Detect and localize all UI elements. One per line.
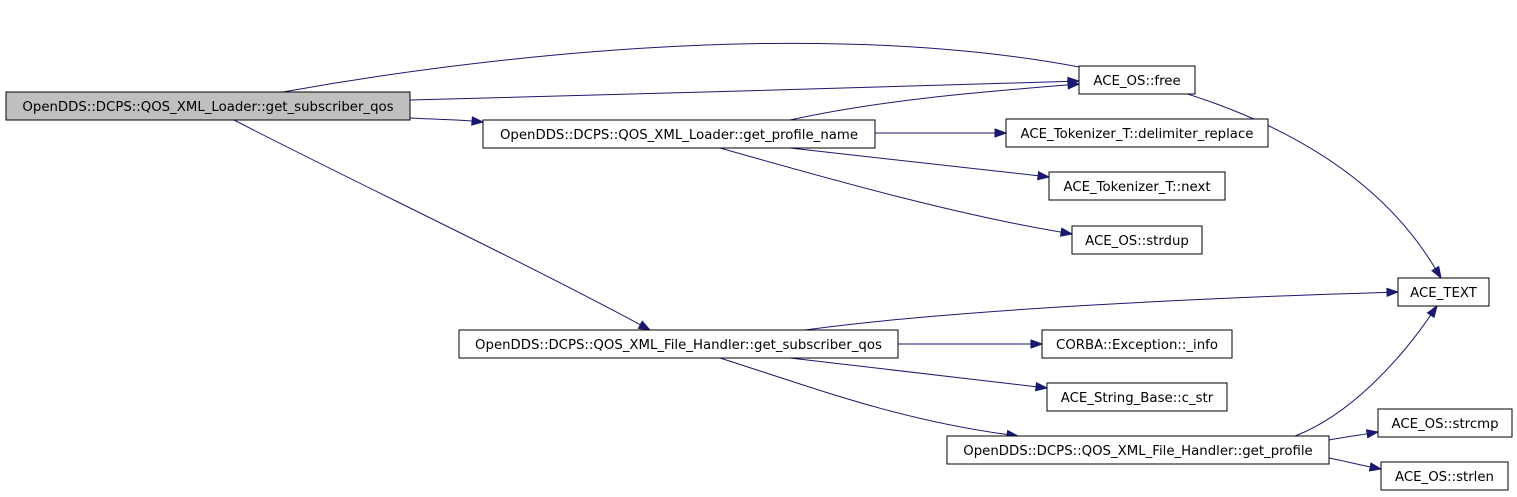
edge-get_profile_name-to-next [789,147,1051,181]
node-free[interactable]: ACE_OS::free [1078,65,1196,95]
edge-line [1328,457,1371,468]
edge-get_profile-to-strcmp [1328,429,1380,441]
edge-line [1294,314,1432,437]
edge-line [804,291,1388,331]
node-root: OpenDDS::DCPS::QOS_XML_Loader::get_subsc… [5,91,411,121]
node-box [1078,65,1196,95]
node-box [1046,382,1228,412]
node-box [1048,171,1226,201]
node-box [1005,118,1269,148]
edge-get_profile-to-strlen [1328,457,1383,472]
node-label: ACE_Tokenizer_T::delimiter_replace [1021,127,1254,142]
node-delimiter-replace[interactable]: ACE_Tokenizer_T::delimiter_replace [1005,118,1269,148]
nodes-layer: OpenDDS::DCPS::QOS_XML_Loader::get_subsc… [5,65,1513,491]
arrowhead-icon [1368,462,1383,472]
edge-line [719,147,1062,233]
edge-fh_get_subscriber_qos-to-info [897,339,1044,349]
edge-get_profile-to-ace_text [1294,304,1438,437]
arrowhead-icon [1037,171,1051,181]
arrowhead-icon [1431,265,1442,280]
edge-line [789,84,1069,121]
arrowhead-icon [1035,382,1049,392]
edge-root-to-free [409,76,1081,101]
node-label: OpenDDS::DCPS::QOS_XML_Loader::get_subsc… [22,100,393,115]
node-strdup[interactable]: ACE_OS::strdup [1071,225,1203,255]
edge-root-to-ace_text [282,42,1442,280]
edge-fh_get_subscriber_qos-to-get_profile [719,357,1020,440]
node-label: OpenDDS::DCPS::QOS_XML_File_Handler::get… [963,444,1312,459]
edge-get_profile_name-to-strdup [719,147,1074,237]
arrowhead-icon [1365,429,1380,439]
node-label: ACE_Tokenizer_T::next [1063,180,1210,195]
node-get-profile-name[interactable]: OpenDDS::DCPS::QOS_XML_Loader::get_profi… [482,119,876,149]
node-get-profile[interactable]: OpenDDS::DCPS::QOS_XML_File_Handler::get… [946,435,1330,465]
node-box [482,119,876,149]
node-box [1071,225,1203,255]
edges-layer [233,42,1442,472]
node-box [1397,277,1490,307]
node-label: ACE_String_Base::c_str [1061,391,1214,406]
node-label: ACE_OS::free [1093,74,1180,89]
edge-line [789,357,1037,388]
edge-root-to-get_profile_name [409,116,485,126]
edge-line [789,147,1039,177]
edge-fh_get_subscriber_qos-to-ace_text [804,287,1400,331]
node-ace-text[interactable]: ACE_TEXT [1397,277,1490,307]
node-label: ACE_TEXT [1410,286,1478,301]
node-label: ACE_OS::strlen [1395,470,1494,485]
node-box [1041,329,1233,359]
node-box [5,91,411,121]
node-strlen[interactable]: ACE_OS::strlen [1380,461,1509,491]
edge-root-to-fh_get_subscriber_qos [233,119,652,331]
arrowhead-icon [471,116,485,126]
node-label: CORBA::Exception::_info [1056,338,1218,353]
edge-line [1328,433,1368,441]
node-box [946,435,1330,465]
node-c-str[interactable]: ACE_String_Base::c_str [1046,382,1228,412]
edge-get_profile_name-to-free [789,80,1081,121]
arrowhead-icon [994,128,1008,138]
arrowhead-icon [1059,227,1074,237]
node-box [1377,408,1513,438]
node-next[interactable]: ACE_Tokenizer_T::next [1048,171,1226,201]
node-label: ACE_OS::strdup [1085,234,1189,249]
arrowhead-icon [1386,287,1400,298]
edge-line [233,119,641,326]
edge-line [282,42,1436,269]
node-box [458,329,899,359]
node-box [1380,461,1509,491]
edge-line [409,117,473,122]
arrowhead-icon [637,320,652,331]
arrowhead-icon [1067,80,1081,90]
node-label: ACE_OS::strcmp [1391,417,1498,432]
edge-get_profile_name-to-delimiter_replace [875,128,1008,138]
edge-line [719,357,1008,436]
node-label: OpenDDS::DCPS::QOS_XML_Loader::get_profi… [500,128,858,143]
arrowhead-icon [1426,304,1438,319]
edge-line [409,80,1069,101]
node-info[interactable]: CORBA::Exception::_info [1041,329,1233,359]
edge-fh_get_subscriber_qos-to-c_str [789,357,1049,392]
node-strcmp[interactable]: ACE_OS::strcmp [1377,408,1513,438]
node-fh-get-subscriber-qos[interactable]: OpenDDS::DCPS::QOS_XML_File_Handler::get… [458,329,899,359]
node-label: OpenDDS::DCPS::QOS_XML_File_Handler::get… [475,338,882,353]
arrowhead-icon [1030,339,1044,349]
